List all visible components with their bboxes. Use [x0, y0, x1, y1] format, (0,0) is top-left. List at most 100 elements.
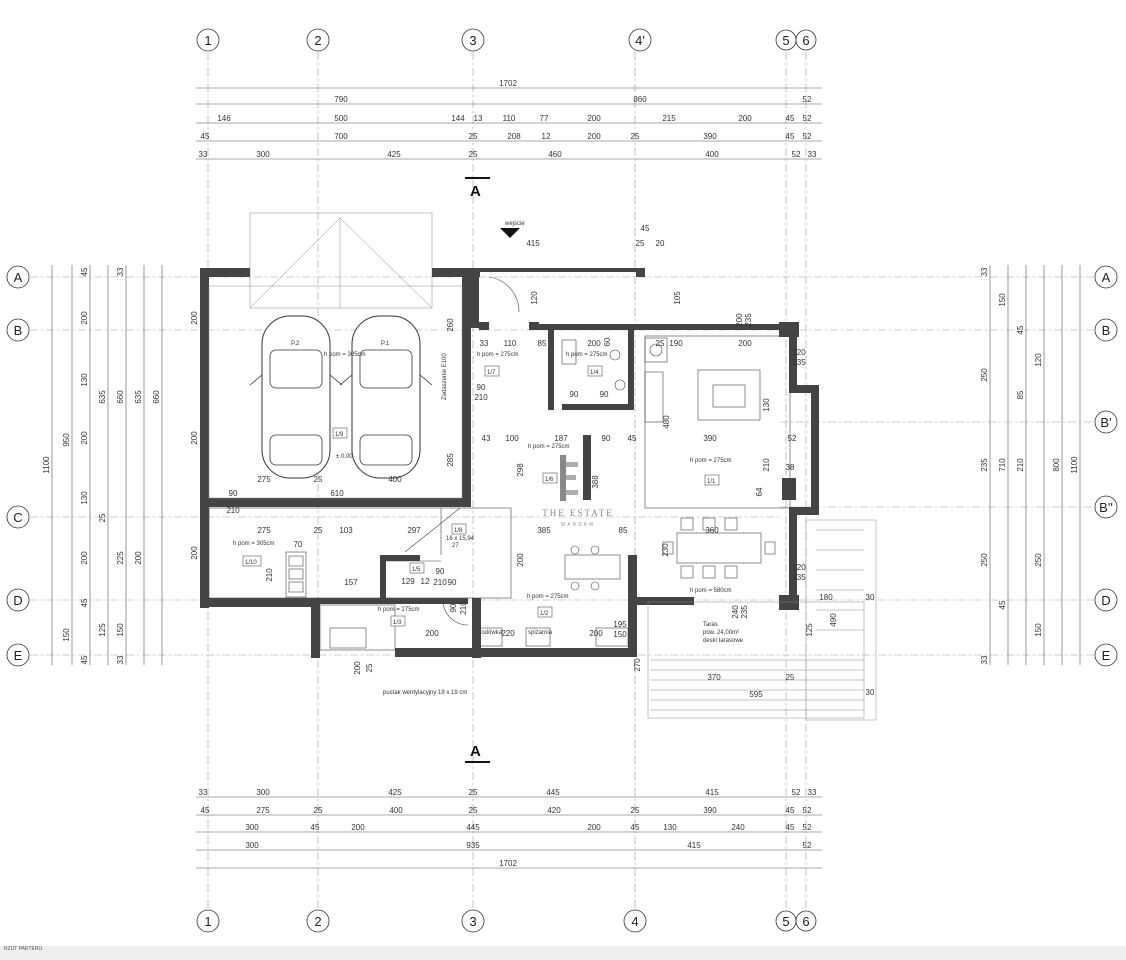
- dim-label: 90: [570, 390, 579, 399]
- room-11-label: 1/1: [707, 479, 716, 485]
- dim-label: 25: [631, 806, 640, 815]
- dim-label: 700: [334, 132, 348, 141]
- dim-label: 370: [707, 673, 721, 682]
- dim-label: 157: [344, 578, 358, 587]
- car-p1-label: P.1: [381, 341, 390, 347]
- dim-label: 25: [631, 132, 640, 141]
- dim-label: 90: [477, 383, 486, 392]
- dim-label: 45: [201, 132, 210, 141]
- dim-label: 500: [334, 114, 348, 123]
- dim-label: 260: [446, 318, 455, 332]
- dim-label: 415: [687, 841, 701, 850]
- axis-col-2-bottom: 2: [314, 914, 321, 929]
- dim-label: 52: [803, 806, 812, 815]
- axis-row-b1-right: B': [1100, 415, 1111, 430]
- dim-label: 300: [256, 788, 270, 797]
- axis-col-6-bottom: 6: [802, 914, 809, 929]
- dim-label: 43: [482, 434, 491, 443]
- dim-label: 860: [633, 95, 647, 104]
- dim-label: 45: [786, 132, 795, 141]
- car-p1-icon: [339, 315, 433, 479]
- dim-label: 300: [256, 150, 270, 159]
- dim-label: 45: [786, 806, 795, 815]
- dim-label: 415: [526, 239, 540, 248]
- axis-col-6: 6: [802, 33, 809, 48]
- dim-label: 225: [116, 551, 125, 565]
- dim-label: 129: [401, 577, 415, 586]
- dim-label: 150: [1034, 623, 1043, 637]
- dim-label: 103: [339, 526, 353, 535]
- dim-label: 25: [365, 663, 374, 672]
- dim-label: 240: [731, 823, 745, 832]
- room-17-height: h pom = 275cm: [477, 352, 519, 358]
- axis-col-1-bottom: 1: [204, 914, 211, 929]
- dim-label: 20: [656, 239, 665, 248]
- dim-label: 52: [792, 788, 801, 797]
- dim-label: 275: [256, 806, 270, 815]
- dim-label: 235: [792, 573, 806, 582]
- dim-label: 250: [980, 553, 989, 567]
- dim-label: 1100: [1070, 456, 1079, 474]
- dim-label: 235: [744, 313, 753, 327]
- dim-label: 130: [762, 398, 771, 412]
- dim-label: 220: [501, 629, 515, 638]
- canopy-label: Zadaszenie E100: [442, 353, 448, 400]
- dim-label: 52: [803, 823, 812, 832]
- room-16-height: h pom = 275cm: [528, 444, 570, 450]
- room-17-label: 1/7: [487, 370, 496, 376]
- room-110-label: 1/10: [245, 560, 257, 566]
- dim-label: 33: [980, 267, 989, 276]
- dim-label: 100: [505, 434, 519, 443]
- dim-label: 935: [466, 841, 480, 850]
- dimensions-right: 1100 800 710 250 210 235 150 45 120 85 4…: [980, 265, 1081, 665]
- car-p2-icon: [249, 315, 343, 479]
- dim-label: 60: [603, 337, 612, 346]
- dim-label: 150: [116, 623, 125, 637]
- room-12-label: 1/2: [540, 611, 549, 617]
- dim-label: 200: [738, 114, 752, 123]
- dim-label: 210: [226, 506, 240, 515]
- dim-label: 130: [80, 491, 89, 505]
- axis-col-1: 1: [204, 33, 211, 48]
- axis-col-2: 2: [314, 33, 321, 48]
- axis-row-d-right: D: [1101, 593, 1110, 608]
- dim-label: 77: [540, 114, 549, 123]
- dim-label: 275: [257, 475, 271, 484]
- dim-label: 195: [613, 620, 627, 629]
- dim-label: 45: [786, 114, 795, 123]
- axis-row-e-right: E: [1102, 648, 1111, 663]
- dim-label: 200: [190, 546, 199, 560]
- dim-label: 208: [507, 132, 521, 141]
- terrace-area: pow. 24,00m²: [703, 630, 739, 636]
- room-12-height: h pom = 275cm: [527, 594, 569, 600]
- dim-label: 105: [673, 291, 682, 305]
- axis-col-5: 5: [782, 33, 789, 48]
- dim-label: 400: [388, 475, 402, 484]
- dim-label: 200: [190, 431, 199, 445]
- axis-labels-bottom: 1 2 3 4 5 6: [196, 909, 817, 933]
- dim-label: 45: [641, 224, 650, 233]
- inner-dimensions: 610 275 25 400 275 25 103 297 70 157 129…: [190, 224, 875, 699]
- dim-label: 130: [80, 373, 89, 387]
- room-15-label: 1/5: [412, 567, 421, 573]
- room-labels: P.2 P.1 h pom = 305cm 1/9 h pom = 275cm …: [233, 341, 744, 696]
- room-14-label: 1/4: [590, 370, 599, 376]
- dim-label: 390: [703, 434, 717, 443]
- dim-label: 200: [587, 339, 601, 348]
- dim-label: 25: [469, 132, 478, 141]
- dim-label: 200: [425, 629, 439, 638]
- dim-label: 52: [803, 114, 812, 123]
- dim-bottom-total: 1702: [499, 859, 517, 868]
- watermark-subtitle: WARSAW: [561, 522, 596, 528]
- dim-label: 25: [314, 526, 323, 535]
- room-11-height: h pom = 275cm: [690, 458, 732, 464]
- dim-label: 25: [786, 673, 795, 682]
- dim-label: 210: [762, 458, 771, 472]
- dim-label: 200: [738, 339, 752, 348]
- dim-label: 52: [803, 841, 812, 850]
- axis-row-a-right: A: [1102, 270, 1111, 285]
- dim-label: 130: [663, 823, 677, 832]
- stairs-label: 16 x 15,94: [446, 536, 475, 542]
- dim-top-total: 1702: [499, 79, 517, 88]
- dim-label: 52: [803, 95, 812, 104]
